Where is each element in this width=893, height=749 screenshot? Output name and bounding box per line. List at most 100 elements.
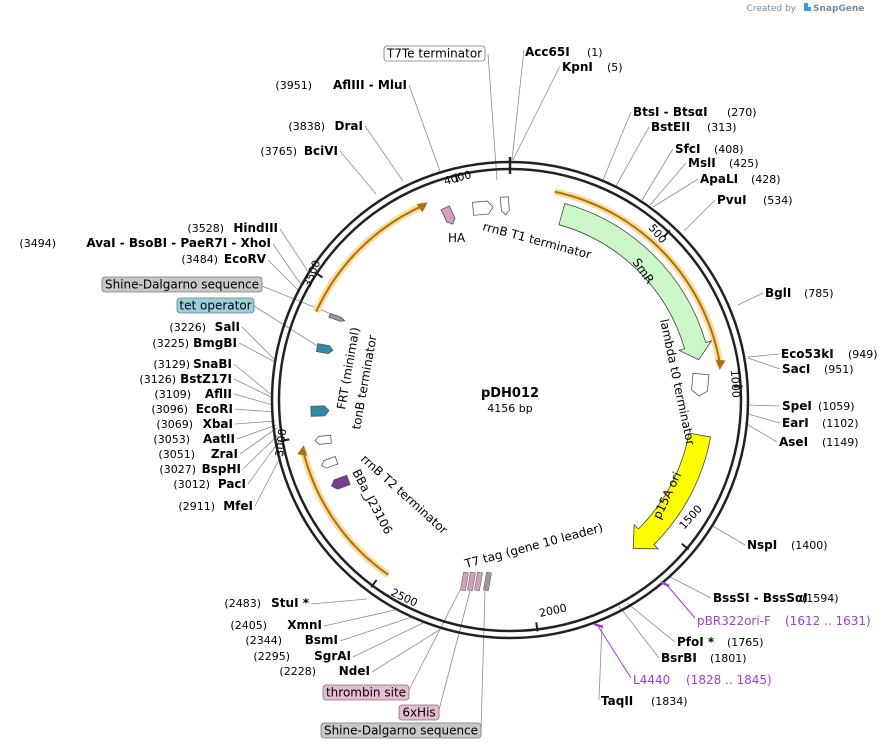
svg-text:SpeI: SpeI (782, 399, 812, 413)
svg-text:AflIII - MluI: AflIII - MluI (333, 78, 407, 92)
svg-text:HindIII: HindIII (233, 221, 278, 235)
lambda-t0-terminator-glyph[interactable] (691, 372, 710, 397)
site-sgrai[interactable]: SgrAI(2295) (253, 649, 351, 663)
feature-box-6xhis[interactable]: 6xHis (398, 704, 440, 721)
svg-text:AseI: AseI (779, 435, 808, 449)
site-xbai[interactable]: XbaI(3069) (156, 417, 233, 431)
site-hindiii[interactable]: HindIII(3528) (187, 221, 278, 235)
site-drai[interactable]: DraI(3838) (288, 119, 363, 133)
site-nspi[interactable]: NspI(1400) (747, 538, 828, 552)
t7-tag-glyph[interactable] (483, 571, 492, 592)
svg-text:(425): (425) (729, 157, 759, 170)
site-sali[interactable]: SalI(3226) (169, 320, 240, 334)
site-kpni[interactable]: KpnI(5) (562, 60, 623, 74)
site-aatii[interactable]: AatII(3053) (153, 432, 235, 446)
site-acc65i[interactable]: Acc65I(1) (525, 45, 603, 59)
site-bsmi[interactable]: BsmI(2344) (245, 633, 338, 647)
site-sfci[interactable]: SfcI (408) (675, 142, 744, 156)
frt-glyph[interactable] (310, 405, 330, 417)
site-ecori[interactable]: EcoRI(3096) (151, 402, 233, 416)
site-bsphi[interactable]: BspHI(3027) (159, 462, 241, 476)
site-pvui[interactable]: PvuI(534) (717, 193, 793, 207)
site-bsteii[interactable]: BstEII(313) (651, 120, 737, 134)
site-bsrbi[interactable]: BsrBI(1801) (661, 651, 747, 665)
smr-arrow[interactable] (558, 203, 713, 361)
ruler-tick (370, 579, 378, 588)
svg-text:SacI: SacI (782, 362, 810, 376)
site-btsi[interactable]: BtsI - BtsαI(270) (633, 105, 757, 119)
svg-text:BmgBI: BmgBI (193, 336, 237, 350)
svg-text:KpnI: KpnI (562, 60, 593, 74)
site-saci[interactable]: SacI(951) (782, 362, 854, 376)
svg-text:pBR322ori-F: pBR322ori-F (697, 614, 771, 628)
feature-box-shine-dalgarno-sequence[interactable]: Shine-Dalgarno sequence (320, 722, 482, 739)
primer-pbr322ori-f[interactable]: pBR322ori-F(1612 .. 1631) (660, 580, 871, 628)
site-eco53ki[interactable]: Eco53kI(949) (781, 347, 878, 361)
feature-box-thrombin-site[interactable]: thrombin site (322, 684, 410, 701)
shine-dalgarno-glyph-top[interactable] (328, 312, 346, 322)
site-asei[interactable]: AseI(1149) (779, 435, 859, 449)
t7-tag-glyph[interactable] (474, 571, 483, 592)
site-xmni[interactable]: XmnI (2405) (230, 618, 322, 632)
site-bstz17i[interactable]: BstZ17I(3126) (139, 372, 232, 386)
svg-text:XmnI: XmnI (287, 618, 322, 632)
site-msli[interactable]: MslI(425) (688, 156, 759, 170)
site-bsssi[interactable]: BssSI - BssSαI(1594) (713, 591, 839, 605)
svg-text:(1): (1) (587, 46, 603, 59)
site-stui[interactable]: StuI *(2483) (224, 596, 309, 610)
rrnb-t1-terminator-glyph-2[interactable] (499, 196, 510, 216)
site-paci[interactable]: PacI(3012) (173, 477, 246, 491)
site-snabi[interactable]: SnaBI(3129) (153, 357, 232, 371)
primer-l4440[interactable]: L4440(1828 .. 1845) (593, 622, 772, 687)
site-pfoi[interactable]: PfoI *(1765) (677, 635, 764, 649)
ruler-tick-label: 1000 (728, 369, 742, 398)
site-bgli[interactable]: BglI(785) (765, 286, 834, 300)
site-zrai[interactable]: ZraI(3051) (158, 447, 238, 461)
bba-j23106-glyph[interactable] (330, 474, 351, 491)
svg-text:(1801): (1801) (710, 652, 747, 665)
svg-text:T7Te terminator: T7Te terminator (386, 47, 482, 61)
rrnb-t1-terminator-glyph[interactable] (472, 200, 494, 216)
svg-text:(408): (408) (714, 143, 744, 156)
ruler-tick-label: 3500 (301, 258, 324, 289)
orf-left-arc[interactable] (315, 204, 425, 313)
svg-text:EcoRV: EcoRV (224, 252, 267, 266)
site-avai[interactable]: AvaI - BsoBI - PaeR7I - XhoI(3494) (19, 236, 271, 250)
svg-text:ApaLI: ApaLI (700, 172, 738, 186)
tonb-terminator-glyph[interactable] (314, 434, 332, 445)
orf-smr-arc[interactable] (554, 190, 722, 366)
site-ecorv[interactable]: EcoRV(3484) (181, 252, 266, 266)
site-ndei[interactable]: NdeI(2228) (279, 664, 370, 678)
feature-box-t7te-terminator[interactable]: T7Te terminator (383, 45, 486, 62)
t7-tag-glyph[interactable] (460, 571, 469, 592)
feature-box-tet-operator[interactable]: tet operator (176, 297, 255, 314)
site-apali[interactable]: ApaLI(428) (700, 172, 781, 186)
svg-text:SfcI: SfcI (675, 142, 700, 156)
t7-tag-label: T7 tag (gene 10 leader) (462, 520, 604, 571)
svg-text:(2405): (2405) (230, 619, 267, 632)
svg-text:(2911): (2911) (178, 500, 215, 513)
svg-text:EarI: EarI (782, 416, 809, 430)
ha-tag-glyph[interactable] (440, 205, 457, 226)
t7-tag-glyph[interactable] (467, 571, 476, 592)
svg-text:(2483): (2483) (224, 597, 261, 610)
site-afliii[interactable]: AflIII - MluI(3951) (275, 78, 407, 92)
tet-operator-glyph[interactable] (315, 343, 334, 355)
svg-text:XbaI: XbaI (203, 417, 233, 431)
site-bmgbi[interactable]: BmgBI(3225) (152, 336, 237, 350)
rrnb-t2-terminator-glyph[interactable] (320, 455, 339, 470)
svg-text:(2295): (2295) (253, 650, 290, 663)
p15a-ori-arrow[interactable] (632, 432, 712, 550)
site-mfei[interactable]: MfeI(2911) (178, 499, 253, 513)
orf-bottom-arc[interactable] (302, 449, 389, 576)
svg-text:L4440: L4440 (633, 673, 670, 687)
feature-layer (297, 188, 726, 592)
svg-text:tet operator: tet operator (179, 299, 251, 313)
orf-bottom-head (297, 445, 308, 456)
site-bcivi[interactable]: BciVI(3765) (260, 144, 338, 158)
site-taqii[interactable]: TaqII(1834) (601, 694, 688, 708)
site-eari[interactable]: EarI(1102) (782, 416, 859, 430)
site-spei[interactable]: SpeI(1059) (782, 399, 855, 413)
feature-box-shine-dalgarno-sequence[interactable]: Shine-Dalgarno sequence (101, 276, 263, 293)
site-aflii[interactable]: AflII(3109) (154, 387, 232, 401)
